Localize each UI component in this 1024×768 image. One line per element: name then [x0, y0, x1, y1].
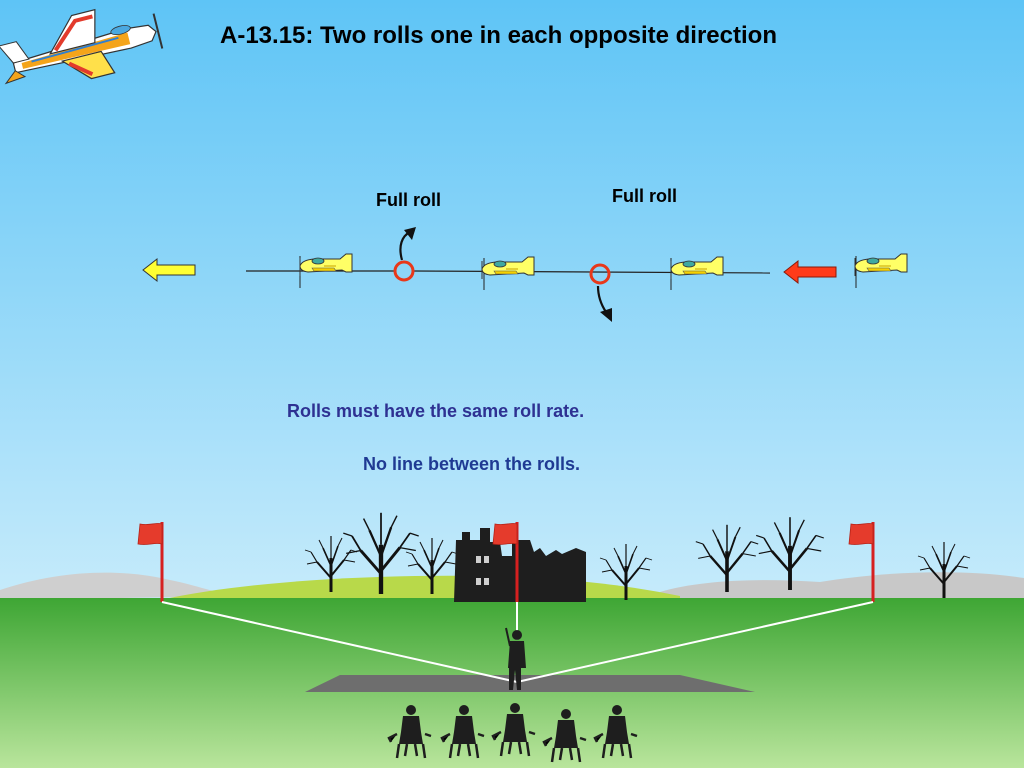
aerobatic-plane-logo-icon [0, 8, 164, 85]
runway [305, 675, 755, 692]
page-title: A-13.15: Two rolls one in each opposite … [220, 22, 777, 49]
same-roll-rate-note: Rolls must have the same roll rate. [287, 401, 585, 421]
castle-ruin-icon [454, 528, 586, 602]
roll-direction-up-arrow-icon [399, 227, 416, 261]
roll-direction-down-arrow-icon [596, 285, 612, 322]
entry-arrow-icon [783, 259, 837, 285]
full-roll-left-label: Full roll [376, 190, 441, 210]
exit-arrow-icon [142, 257, 196, 283]
roll-marker-left [393, 260, 415, 282]
pilot-silhouette-icon [505, 627, 526, 690]
full-roll-right-label: Full roll [612, 186, 677, 206]
no-line-note: No line between the rolls. [363, 454, 581, 474]
sky [0, 0, 1024, 600]
roll-marker-right [589, 263, 611, 285]
